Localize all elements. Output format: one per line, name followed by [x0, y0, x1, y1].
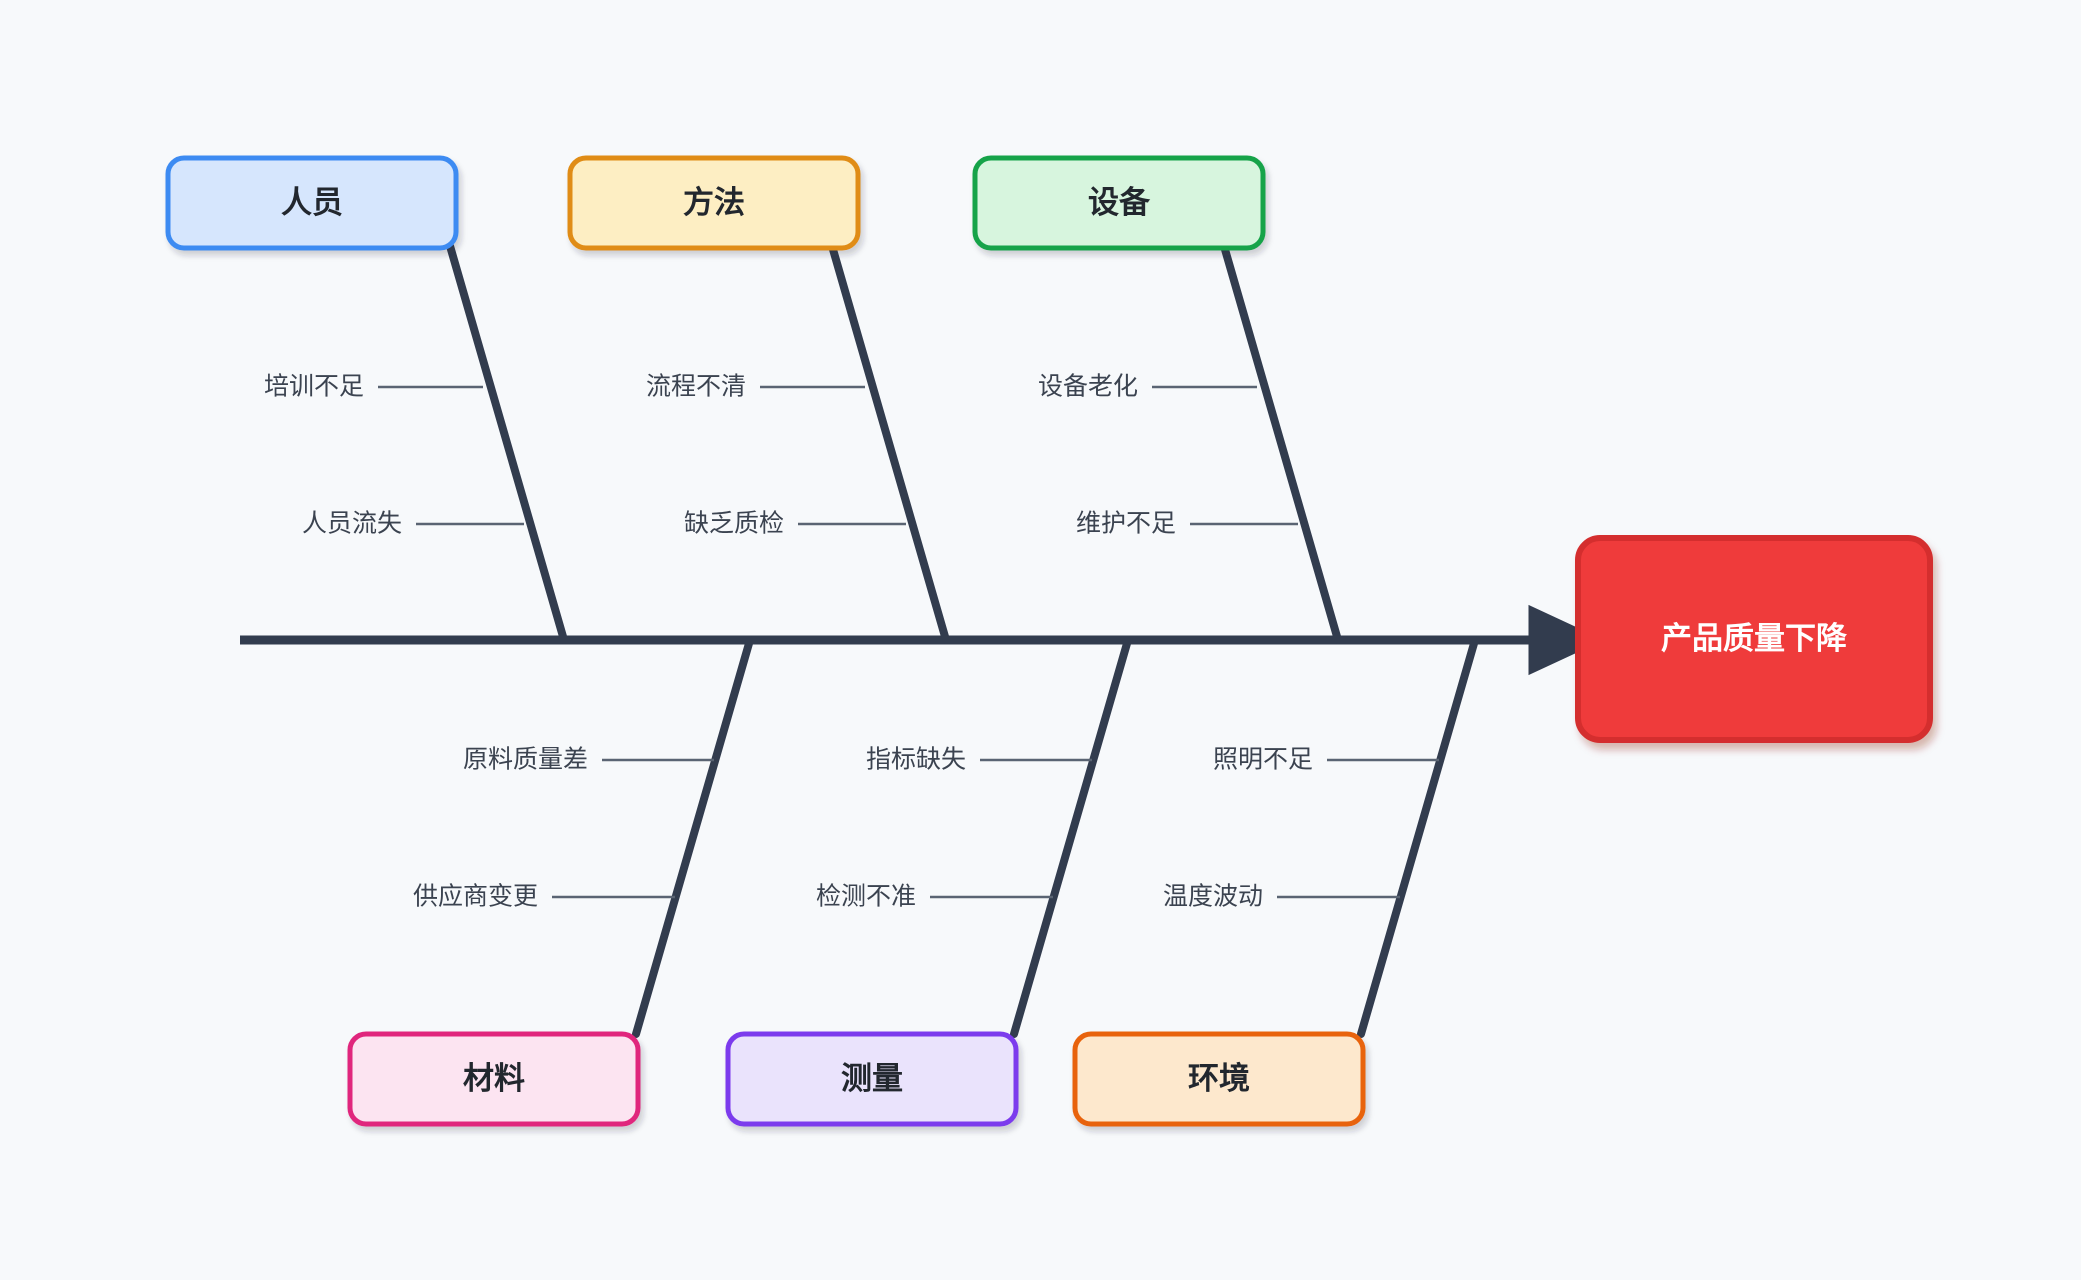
category-box-method[interactable]: 方法	[567, 155, 861, 251]
bone-line-equipment	[1220, 242, 1342, 644]
category-box-material[interactable]: 材料	[347, 1031, 641, 1127]
bone-line-material	[632, 636, 754, 1038]
cause-label: 指标缺失	[866, 746, 966, 774]
bone-people	[446, 242, 568, 644]
cause-label: 缺乏质检	[684, 510, 784, 538]
category-box-equipment[interactable]: 设备	[972, 155, 1266, 251]
bone-line-method	[828, 242, 950, 644]
cause-label: 温度波动	[1163, 883, 1263, 911]
cause-method-0: 流程不清	[646, 373, 865, 401]
cause-label: 供应商变更	[413, 883, 538, 911]
category-box-environment[interactable]: 环境	[1072, 1031, 1366, 1127]
bone-line-people	[446, 242, 568, 644]
category-box-label: 材料	[463, 1061, 525, 1096]
category-box-shape[interactable]	[725, 1031, 1019, 1127]
category-box-label: 方法	[683, 185, 745, 220]
category-box-label: 人员	[281, 185, 343, 220]
category-box-shape[interactable]	[347, 1031, 641, 1127]
cause-label: 原料质量差	[463, 746, 588, 774]
bone-material	[632, 636, 754, 1038]
bone-method	[828, 242, 950, 644]
cause-material-0: 原料质量差	[463, 746, 714, 774]
effect-box-label: 产品质量下降	[1661, 621, 1848, 656]
category-box-label: 环境	[1188, 1061, 1250, 1096]
bone-line-environment	[1357, 636, 1479, 1038]
effect-box[interactable]: 产品质量下降	[1575, 535, 1933, 743]
cause-measurement-0: 指标缺失	[866, 746, 1092, 774]
cause-measurement-1: 检测不准	[816, 883, 1053, 911]
cause-people-1: 人员流失	[302, 510, 524, 538]
cause-people-0: 培训不足	[264, 373, 483, 401]
cause-environment-1: 温度波动	[1163, 883, 1400, 911]
bone-measurement	[1010, 636, 1132, 1038]
category-box-shape[interactable]	[165, 155, 459, 251]
bone-environment	[1357, 636, 1479, 1038]
effect-box-shape[interactable]	[1575, 535, 1933, 743]
cause-material-1: 供应商变更	[413, 883, 675, 911]
category-box-shape[interactable]	[972, 155, 1266, 251]
cause-label: 维护不足	[1076, 510, 1176, 538]
category-box-shape[interactable]	[1072, 1031, 1366, 1127]
cause-label: 照明不足	[1213, 746, 1313, 774]
cause-label: 培训不足	[264, 373, 364, 401]
cause-equipment-1: 维护不足	[1076, 510, 1298, 538]
cause-label: 流程不清	[646, 373, 746, 401]
category-box-people[interactable]: 人员	[165, 155, 459, 251]
cause-label: 人员流失	[302, 510, 402, 538]
bone-equipment	[1220, 242, 1342, 644]
cause-environment-0: 照明不足	[1213, 746, 1439, 774]
cause-label: 检测不准	[816, 883, 916, 911]
cause-label: 设备老化	[1038, 373, 1138, 401]
bone-line-measurement	[1010, 636, 1132, 1038]
category-box-shape[interactable]	[567, 155, 861, 251]
category-box-measurement[interactable]: 测量	[725, 1031, 1019, 1127]
cause-equipment-0: 设备老化	[1038, 373, 1257, 401]
category-box-label: 测量	[841, 1061, 903, 1096]
category-box-label: 设备	[1088, 185, 1151, 220]
cause-method-1: 缺乏质检	[684, 510, 906, 538]
